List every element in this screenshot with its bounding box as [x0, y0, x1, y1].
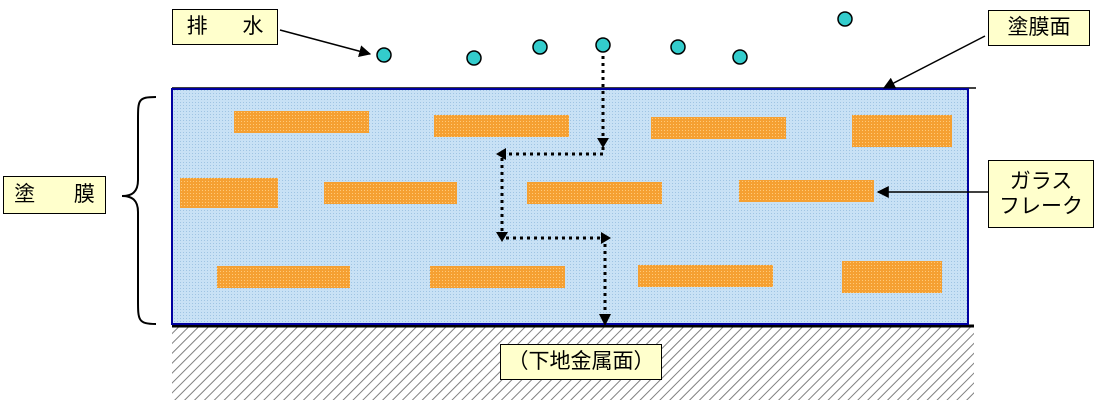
glass-flake [739, 180, 874, 202]
coating-surface-label: 塗膜面 [988, 10, 1090, 46]
glass-flakes [180, 111, 952, 293]
glass-flake [638, 265, 773, 287]
glass-flake [651, 117, 786, 139]
glass-flake [852, 115, 952, 147]
glass-flake [217, 266, 350, 288]
drain-label: 排 水 [172, 9, 278, 45]
glass-flake [434, 115, 569, 137]
glass-flake [324, 182, 457, 204]
coating-surface-label-text: 塗膜面 [1007, 15, 1071, 40]
glass-flake [180, 178, 278, 208]
glass-flake-label: ガラス フレーク [988, 160, 1094, 228]
surface-callout-arrow [882, 35, 986, 89]
water-droplet [532, 39, 548, 55]
drain-callout-arrow [279, 29, 372, 58]
coating-film-label: 塗 膜 [3, 176, 106, 214]
glass-flake [842, 261, 942, 293]
water-droplet [837, 11, 853, 27]
glass-flake-label-line1: ガラス [1009, 168, 1073, 193]
glass-flake [527, 182, 662, 204]
path-arrowhead [496, 148, 506, 160]
water-droplet [595, 37, 611, 53]
water-droplet [732, 49, 748, 65]
drain-label-text: 排 水 [186, 14, 278, 39]
substrate-label: （下地金属面） [500, 344, 662, 380]
path-arrowhead [599, 314, 611, 326]
glass-flake-label-line2: フレーク [999, 194, 1083, 218]
water-droplet [670, 39, 686, 55]
path-arrowhead [496, 232, 508, 242]
water-penetration-path [500, 56, 607, 322]
glass-flake [234, 111, 369, 133]
water-droplets [376, 11, 853, 66]
glass-flake [430, 266, 565, 288]
substrate-label-text: （下地金属面） [507, 349, 655, 374]
path-arrowhead [601, 232, 611, 244]
path-arrowhead [597, 138, 609, 148]
water-droplet [376, 47, 392, 63]
coating-brace [121, 96, 157, 325]
water-droplet [466, 50, 482, 66]
coating-film-label-text: 塗 膜 [14, 182, 111, 207]
